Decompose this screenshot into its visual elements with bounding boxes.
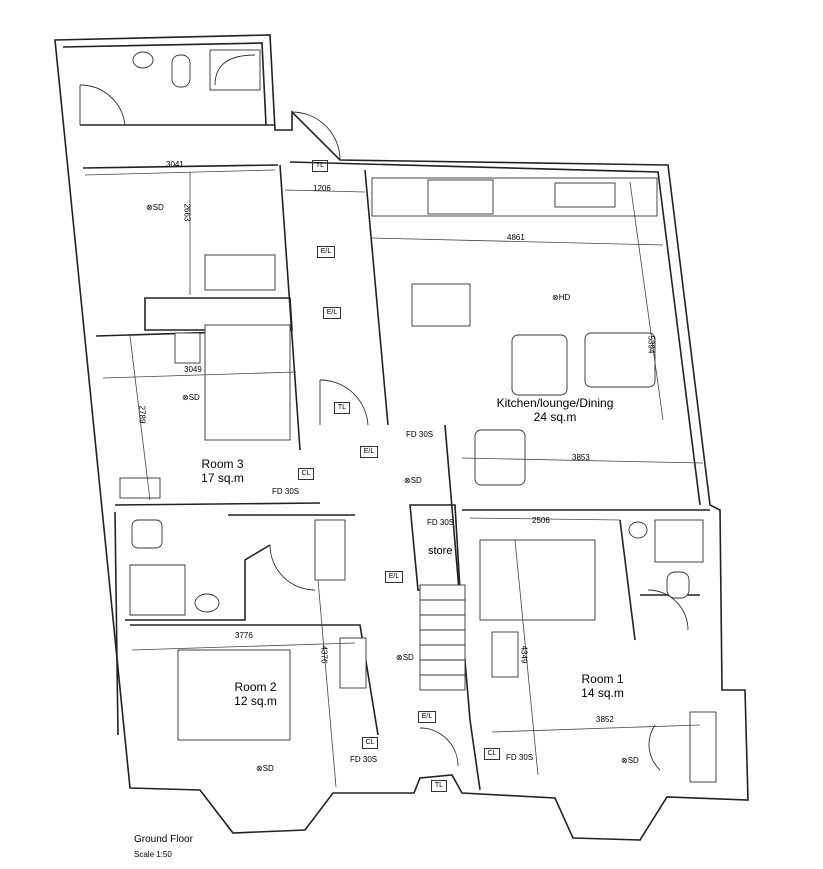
tag-el: E/L xyxy=(385,571,403,583)
smoke-detector: ⊗SD xyxy=(256,764,274,773)
basin-icon xyxy=(194,593,220,613)
dim-label: 1206 xyxy=(313,184,331,193)
dim-label: 2506 xyxy=(532,516,550,525)
smoke-detector: ⊗SD xyxy=(396,653,414,662)
armchair-icon xyxy=(511,334,568,396)
stairs xyxy=(419,584,466,691)
dim-label: 2663 xyxy=(182,203,192,222)
wardrobe-icon xyxy=(204,254,276,291)
tag-cl: CL xyxy=(484,748,500,760)
shower-icon xyxy=(654,519,704,563)
basin-icon xyxy=(132,51,154,69)
dim-label: 3776 xyxy=(235,631,253,640)
fire-door-label: FD 30S xyxy=(350,755,378,764)
smoke-detector: ⊗SD xyxy=(146,203,164,212)
dim-label: 3049 xyxy=(184,365,202,374)
tag-cl: CL xyxy=(298,468,314,480)
room-name: Kitchen/lounge/Dining xyxy=(496,396,614,410)
desk-icon xyxy=(119,477,161,499)
tag-cl: CL xyxy=(362,737,378,749)
bed-icon xyxy=(204,324,291,441)
desk-icon xyxy=(491,631,519,678)
detector-icon: ⊗ xyxy=(146,203,153,212)
fire-door-label: FD 30S xyxy=(406,430,434,439)
dimension-lines xyxy=(84,169,704,788)
tag-el: E/L xyxy=(323,307,341,319)
tag-el: E/L xyxy=(418,711,436,723)
bedside-icon xyxy=(174,332,201,364)
dim-label: 3852 xyxy=(596,715,614,724)
smoke-detector: ⊗SD xyxy=(404,476,422,485)
kitchen-fittings xyxy=(371,177,658,486)
tag-el: E/L xyxy=(360,446,378,458)
dim-label: 4376 xyxy=(319,645,329,664)
fire-door-label: FD 30S xyxy=(427,518,455,527)
room-2: Room 2 12 sq.m xyxy=(218,680,293,708)
wardrobes xyxy=(204,254,717,783)
tag-el: E/L xyxy=(317,246,335,258)
toilet-icon xyxy=(666,571,690,599)
bathroom-room2 xyxy=(129,519,220,616)
dim-label: 5394 xyxy=(646,335,656,354)
armchair-icon xyxy=(474,429,526,486)
scale-label: Scale 1:50 xyxy=(134,850,172,859)
stairs-icon xyxy=(419,584,466,691)
room-name: Room 2 xyxy=(234,680,277,694)
room-area: 14 sq.m xyxy=(581,686,624,700)
shower-icon xyxy=(129,564,186,616)
room-name: Room 1 xyxy=(581,672,624,686)
dim-label: 3041 xyxy=(166,160,184,169)
doors xyxy=(79,84,689,771)
shower-icon xyxy=(209,49,261,91)
dim-label: 4349 xyxy=(519,645,529,664)
sofa-icon xyxy=(584,332,656,388)
bed-icon xyxy=(479,539,596,621)
wardrobe-icon xyxy=(314,519,346,581)
heat-detector: ⊗HD xyxy=(552,293,571,302)
wardrobe-icon xyxy=(689,711,717,783)
floor-title: Ground Floor xyxy=(134,834,193,845)
room-area: 12 sq.m xyxy=(234,694,277,708)
toilet-icon xyxy=(131,519,163,549)
tag-tl: TL xyxy=(312,160,328,172)
detector-icon: ⊗ xyxy=(256,764,263,773)
dim-label: 4861 xyxy=(507,233,525,242)
detector-icon: ⊗ xyxy=(182,393,189,402)
sink-icon xyxy=(554,182,616,208)
smoke-detector: ⊗SD xyxy=(621,756,639,765)
bed-icon xyxy=(177,649,291,741)
room-1: Room 1 14 sq.m xyxy=(565,672,640,700)
fire-door-label: FD 30S xyxy=(506,753,534,762)
tag-tl: TL xyxy=(334,402,350,414)
room-area: 17 sq.m xyxy=(201,471,244,485)
detector-icon: ⊗ xyxy=(621,756,628,765)
dining-table-icon xyxy=(411,283,471,327)
room-3: Room 3 17 sq.m xyxy=(185,457,260,485)
smoke-detector: ⊗SD xyxy=(182,393,200,402)
bathroom-top xyxy=(132,49,261,91)
outer-walls xyxy=(54,34,749,841)
room-name: Room 3 xyxy=(201,457,244,471)
dim-label: 3853 xyxy=(572,453,590,462)
detector-icon: ⊗ xyxy=(552,293,559,302)
detector-icon: ⊗ xyxy=(396,653,403,662)
dim-label: 2789 xyxy=(137,405,147,424)
fire-door-label: FD 30S xyxy=(272,487,300,496)
beds xyxy=(119,324,596,741)
room-area: 24 sq.m xyxy=(533,410,577,424)
detector-icon: ⊗ xyxy=(404,476,411,485)
hob-icon xyxy=(427,179,494,215)
desk-icon xyxy=(339,637,367,689)
room-kitchen: Kitchen/lounge/Dining 24 sq.m xyxy=(480,396,630,424)
store-label: store xyxy=(428,545,453,557)
toilet-icon xyxy=(171,54,191,88)
basin-icon xyxy=(628,521,648,539)
bathroom-room1 xyxy=(628,519,704,599)
tag-tl: TL xyxy=(431,780,447,792)
